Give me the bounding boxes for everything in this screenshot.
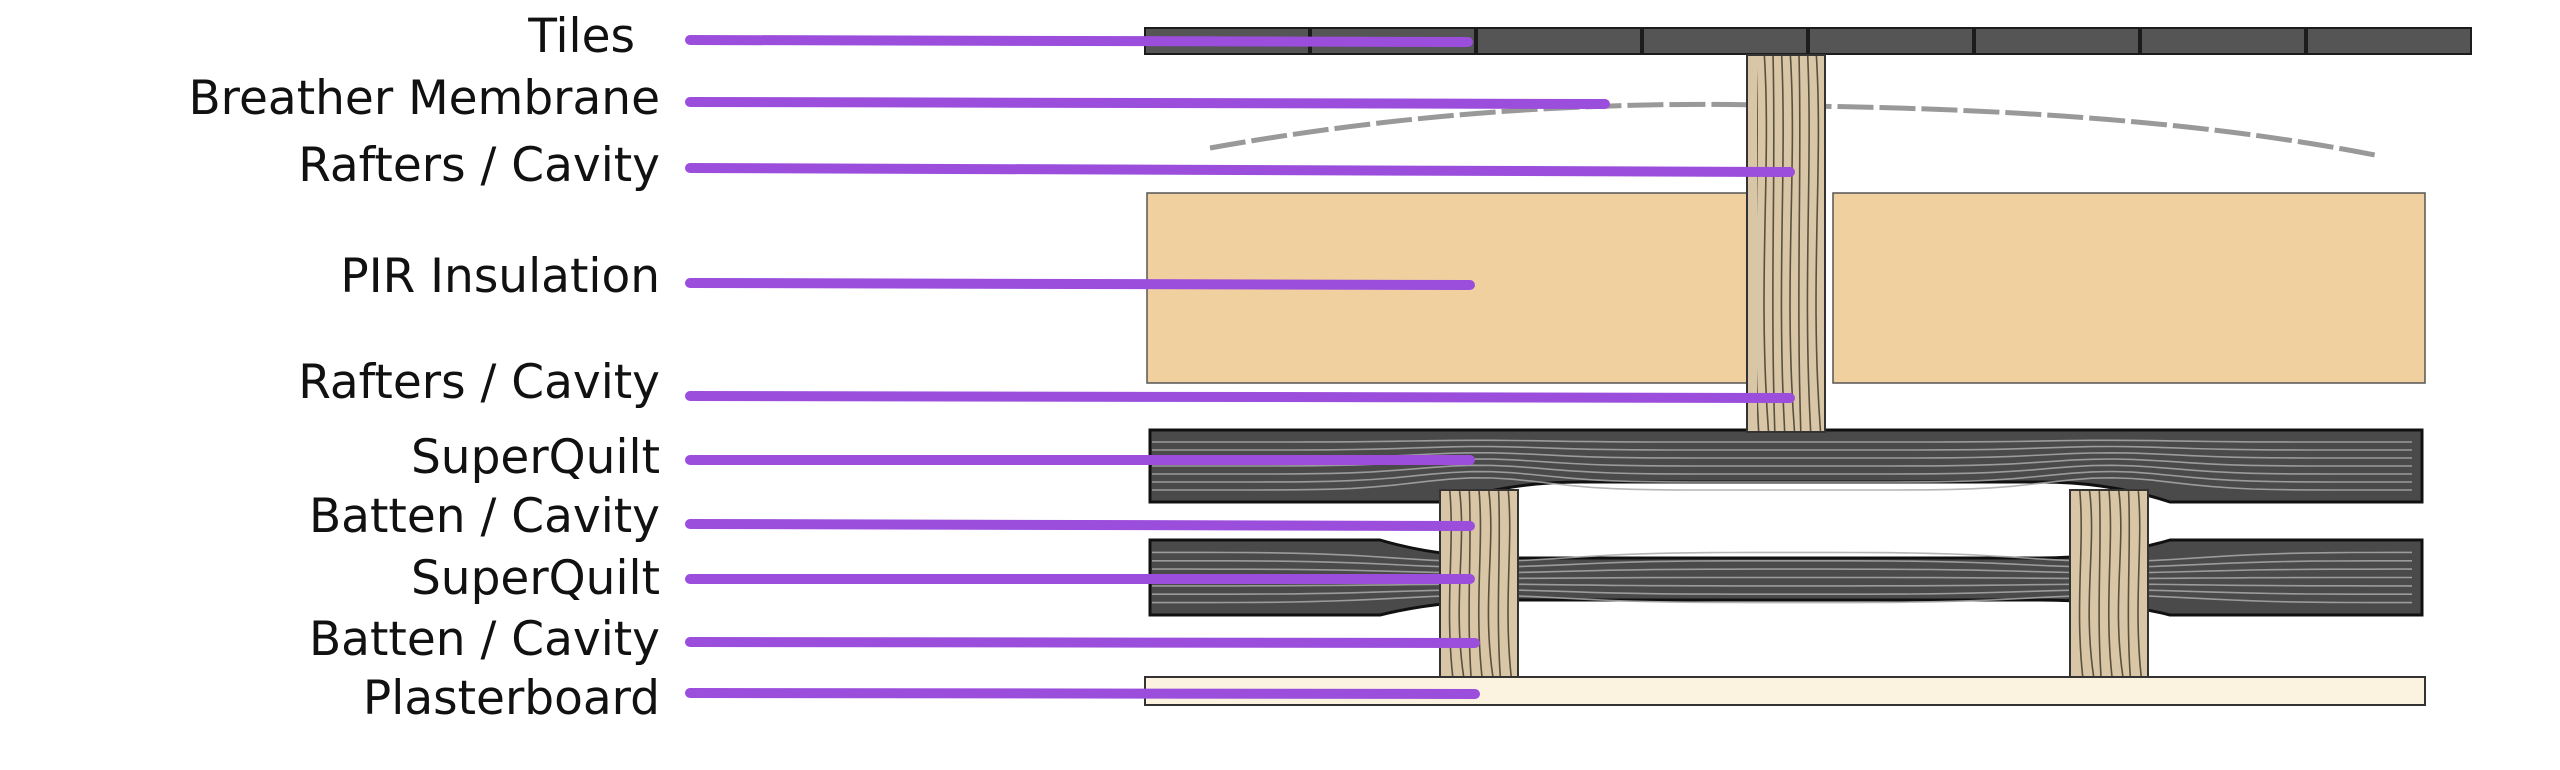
label-batten-cavity-lower: Batten / Cavity xyxy=(309,612,660,667)
batten-right xyxy=(2069,489,2149,678)
tile xyxy=(1476,27,1642,55)
leader-line xyxy=(685,163,1795,177)
label-pir-insulation: PIR Insulation xyxy=(340,249,660,304)
leader-line xyxy=(685,278,1475,290)
tile xyxy=(1974,27,2140,55)
superquilt-layer-1 xyxy=(1148,428,2424,504)
label-plasterboard: Plasterboard xyxy=(363,671,660,726)
rafter-timber xyxy=(1746,54,1826,433)
label-superquilt-lower: SuperQuilt xyxy=(411,551,660,606)
leader-lines xyxy=(685,35,1795,699)
leader-line xyxy=(685,519,1475,531)
leader-line xyxy=(685,637,1480,648)
layer-labels: Tiles Breather Membrane Rafters / Cavity… xyxy=(188,9,660,726)
label-rafters-cavity-lower: Rafters / Cavity xyxy=(298,355,660,410)
tiles-layer xyxy=(1144,27,2472,55)
label-tiles: Tiles xyxy=(527,9,635,64)
leader-line xyxy=(685,391,1795,403)
label-rafters-cavity-upper: Rafters / Cavity xyxy=(298,138,660,193)
tile xyxy=(1808,27,1974,55)
pir-insulation-right xyxy=(1832,192,2426,384)
leader-line xyxy=(685,35,1473,47)
tile xyxy=(2306,27,2472,55)
leader-line xyxy=(685,688,1480,699)
label-breather-membrane: Breather Membrane xyxy=(188,71,660,126)
leader-line xyxy=(685,97,1610,109)
tile xyxy=(2140,27,2306,55)
label-superquilt-upper: SuperQuilt xyxy=(411,430,660,485)
label-batten-cavity-upper: Batten / Cavity xyxy=(309,489,660,544)
tile xyxy=(1642,27,1808,55)
